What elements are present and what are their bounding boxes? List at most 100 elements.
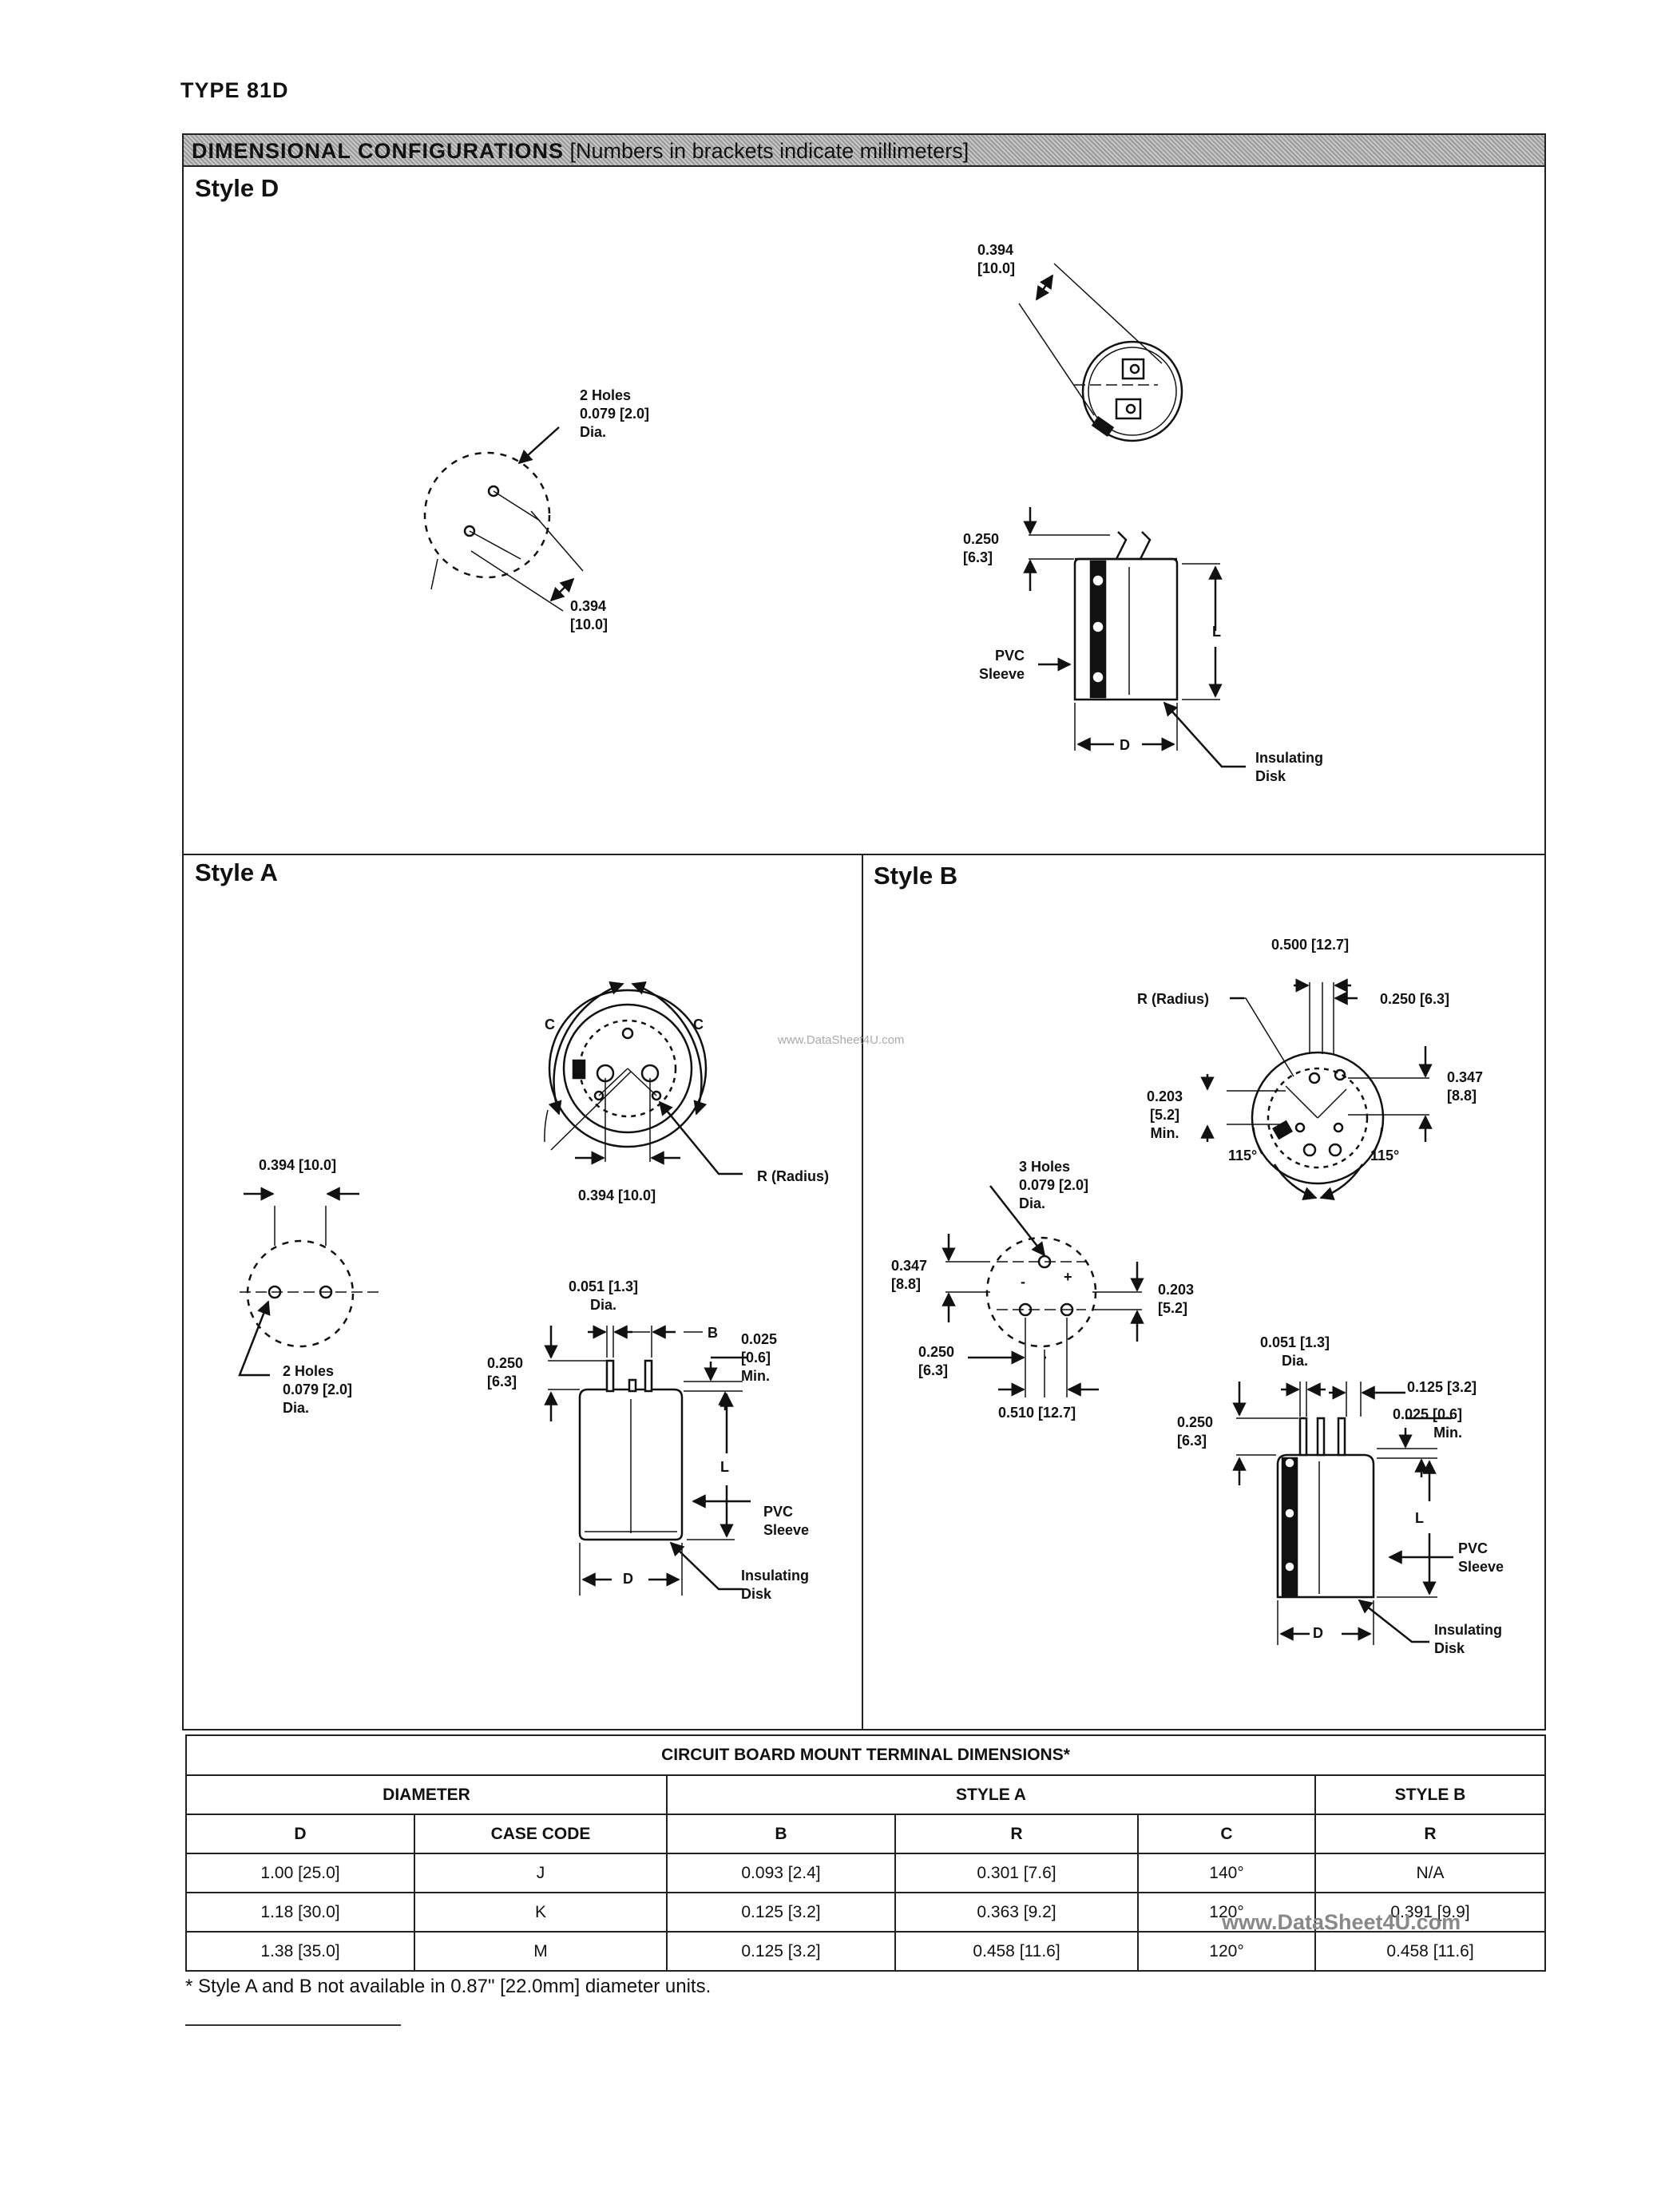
- cell-rb: 0.458 [11.6]: [1314, 1931, 1546, 1972]
- style-d-d-label: D: [1120, 737, 1130, 753]
- style-a-radius-label: R (Radius): [757, 1168, 829, 1184]
- style-b-angle-right: 115°: [1370, 1148, 1400, 1163]
- document-type: TYPE 81D: [180, 78, 289, 102]
- col-header-r-style-b: R: [1314, 1814, 1546, 1854]
- style-a-pitch-top-label: 0.394 [10.0]: [259, 1157, 337, 1173]
- divider-style-a-b: [862, 854, 863, 1729]
- style-a-c-left: C: [545, 1017, 555, 1033]
- section-title: DIMENSIONAL CONFIGURATIONS: [192, 139, 565, 163]
- watermark-center: www.DataSheet4U.com: [778, 1033, 905, 1047]
- style-a-b-label: B: [708, 1325, 718, 1341]
- divider-style-d: [184, 854, 1544, 855]
- dimensional-configurations-frame: [182, 133, 1546, 1730]
- style-b-fp-left-label: 0.347[8.8]: [891, 1258, 928, 1292]
- style-a-min-label: 0.025[0.6]Min.: [741, 1331, 778, 1384]
- style-a-footprint: [238, 1187, 382, 1377]
- style-b-min-label: 0.025 [0.6]Min.: [1393, 1406, 1463, 1441]
- style-d-side-view: [1023, 507, 1246, 768]
- style-a-c-right: C: [693, 1017, 704, 1033]
- style-d-lead-label: 0.250[6.3]: [963, 531, 1000, 565]
- style-b-angle-left: 115°: [1228, 1148, 1258, 1163]
- table-row: 1.00 [25.0] J 0.093 [2.4] 0.301 [7.6] 14…: [185, 1853, 1546, 1893]
- style-a-lead-label: 0.250[6.3]: [487, 1355, 524, 1389]
- cell-b: 0.093 [2.4]: [666, 1853, 896, 1893]
- table-title: CIRCUIT BOARD MOUNT TERMINAL DIMENSIONS*: [185, 1734, 1546, 1776]
- footnote-rule: [185, 2024, 401, 2026]
- style-b-top-width-label: 0.500 [12.7]: [1271, 937, 1350, 953]
- style-b-left-offset-label: 0.203[5.2]Min.: [1147, 1088, 1183, 1141]
- style-d-top-spacing-label: 0.394[10.0]: [977, 242, 1016, 276]
- style-b-footprint: [941, 1185, 1144, 1397]
- col-header-r: R: [894, 1814, 1139, 1854]
- style-b-tab-width-label: 0.250 [6.3]: [1380, 991, 1450, 1007]
- cell-b: 0.125 [3.2]: [666, 1892, 896, 1933]
- style-b-pin-label: 0.051 [1.3]Dia.: [1260, 1334, 1330, 1369]
- table-row: 1.38 [35.0] M 0.125 [3.2] 0.458 [11.6] 1…: [185, 1931, 1546, 1972]
- style-d-spacing-label: 0.394[10.0]: [570, 598, 609, 632]
- cell-d: 1.18 [30.0]: [185, 1892, 415, 1933]
- style-a-l-label: L: [720, 1459, 729, 1475]
- style-b-tab-width2-label: 0.125 [3.2]: [1407, 1379, 1477, 1395]
- style-b-d-label: D: [1313, 1625, 1323, 1641]
- style-d-top-view: [1018, 263, 1183, 442]
- cell-c: 140°: [1137, 1853, 1316, 1893]
- section-header-bar: [184, 135, 1544, 167]
- cell-r: 0.458 [11.6]: [894, 1931, 1139, 1972]
- style-a-d-label: D: [623, 1571, 633, 1587]
- style-b-fp-right-label: 0.203[5.2]: [1158, 1282, 1195, 1316]
- cell-rb: N/A: [1314, 1853, 1546, 1893]
- style-b-fp-lead-label: 0.250[6.3]: [918, 1344, 955, 1378]
- section-header: DIMENSIONAL CONFIGURATIONS [Numbers in b…: [192, 137, 969, 165]
- style-b-fp-plus: +: [1064, 1269, 1072, 1285]
- terminal-dimensions-table: CIRCUIT BOARD MOUNT TERMINAL DIMENSIONS*…: [185, 1734, 1546, 1972]
- style-b-fp-minus: -: [1021, 1274, 1025, 1290]
- cell-r: 0.301 [7.6]: [894, 1853, 1139, 1893]
- style-d-label: Style D: [195, 174, 279, 202]
- style-b-fp-pitch-label: 0.510 [12.7]: [998, 1405, 1076, 1421]
- cell-case: M: [414, 1931, 668, 1972]
- col-header-b: B: [666, 1814, 896, 1854]
- table-group-style-b: STYLE B: [1314, 1774, 1546, 1815]
- col-header-d: D: [185, 1814, 415, 1854]
- table-group-style-a: STYLE A: [666, 1774, 1316, 1815]
- style-b-l-label: L: [1415, 1510, 1424, 1526]
- cell-b: 0.125 [3.2]: [666, 1931, 896, 1972]
- cell-case: J: [414, 1853, 668, 1893]
- table-row: 1.18 [30.0] K 0.125 [3.2] 0.363 [9.2] 12…: [185, 1892, 1546, 1933]
- watermark-table: www.DataSheet4U.com: [1222, 1910, 1461, 1934]
- footnote: * Style A and B not available in 0.87" […: [185, 1976, 712, 1997]
- cell-r: 0.363 [9.2]: [894, 1892, 1139, 1933]
- style-a-top-view: [544, 981, 743, 1175]
- style-b-side-view: [1232, 1382, 1453, 1645]
- cell-c: 120°: [1137, 1892, 1316, 1933]
- table-group-diameter: DIAMETER: [185, 1774, 668, 1815]
- section-subtitle: [Numbers in brackets indicate millimeter…: [569, 139, 969, 163]
- style-d-l-label: L: [1212, 624, 1221, 640]
- style-b-lead-label: 0.250[6.3]: [1177, 1414, 1214, 1449]
- col-header-case-code: CASE CODE: [414, 1814, 668, 1854]
- cell-case: K: [414, 1892, 668, 1933]
- style-b-label: Style B: [874, 862, 958, 890]
- style-d-footprint: [423, 426, 584, 612]
- style-a-label: Style A: [195, 858, 278, 886]
- col-header-c: C: [1137, 1814, 1316, 1854]
- style-b-right-offset-label: 0.347[8.8]: [1447, 1069, 1484, 1104]
- style-a-pitch-label: 0.394 [10.0]: [578, 1187, 656, 1203]
- cell-d: 1.00 [25.0]: [185, 1853, 415, 1893]
- style-b-top-view: [1200, 978, 1433, 1201]
- style-b-radius-label: R (Radius): [1137, 991, 1209, 1007]
- style-a-pin-label: 0.051 [1.3]Dia.: [569, 1278, 639, 1313]
- style-a-side-view: [544, 1325, 751, 1596]
- cell-d: 1.38 [35.0]: [185, 1931, 415, 1972]
- cell-rb: 0.391 [9.9]: [1314, 1892, 1546, 1933]
